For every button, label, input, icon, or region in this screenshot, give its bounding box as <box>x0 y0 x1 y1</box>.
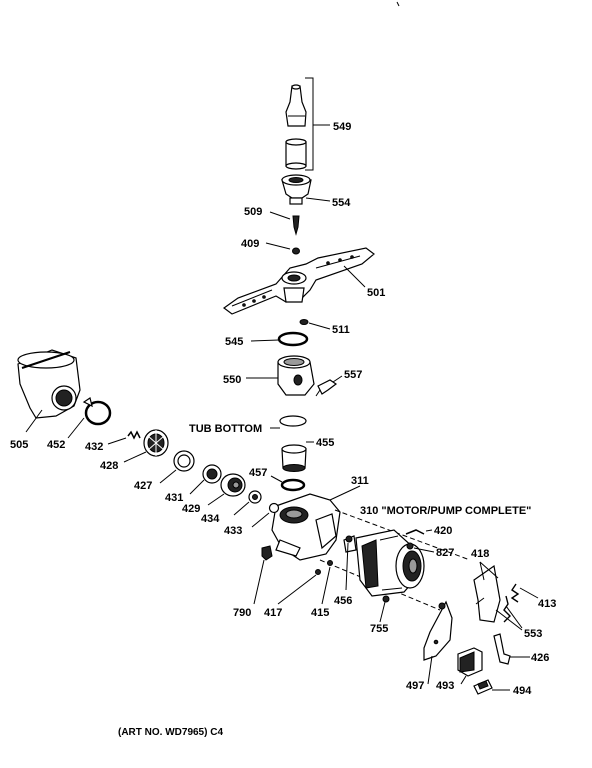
label-497: 497 <box>406 680 424 692</box>
part-426-lever <box>493 633 530 665</box>
part-417 <box>277 569 321 605</box>
label-827: 827 <box>436 547 454 559</box>
label-457: 457 <box>249 467 267 479</box>
label-431: 431 <box>165 492 183 504</box>
part-455-bearing <box>281 441 314 472</box>
stray-mark <box>396 1 400 7</box>
part-550-manifold <box>246 355 315 396</box>
label-tub-bottom: TUB BOTTOM <box>189 423 262 435</box>
label-790: 790 <box>233 607 251 619</box>
part-553-spring <box>495 595 523 631</box>
label-434: 434 <box>201 513 220 525</box>
part-420-wire <box>405 529 433 535</box>
part-790 <box>253 545 273 605</box>
part-509-screw <box>269 211 300 236</box>
label-494: 494 <box>513 685 532 697</box>
label-501: 501 <box>367 287 385 299</box>
label-455: 455 <box>316 437 334 449</box>
part-311-pump-housing <box>271 485 361 561</box>
art-number-caption: (ART NO. WD7965) C4 <box>118 727 223 738</box>
label-545: 545 <box>225 336 243 348</box>
part-432-spring <box>107 430 141 445</box>
label-452: 452 <box>47 439 65 451</box>
part-433-washer <box>251 502 280 528</box>
part-511-ring <box>299 319 331 330</box>
part-429-chopper <box>207 473 246 506</box>
part-456 <box>345 535 353 591</box>
part-409-washer <box>265 242 300 255</box>
label-409: 409 <box>241 238 259 250</box>
label-505: 505 <box>10 439 28 451</box>
part-428-impeller <box>123 429 169 463</box>
label-motor-pump-complete: 310 "MOTOR/PUMP COMPLETE" <box>360 505 531 517</box>
label-549: 549 <box>333 121 351 133</box>
label-420: 420 <box>434 525 452 537</box>
label-557: 557 <box>344 369 362 381</box>
part-501-spray-arm <box>222 247 375 315</box>
part-418-bracket <box>473 561 501 623</box>
label-311: 311 <box>351 475 369 487</box>
part-434-nut <box>233 490 262 516</box>
label-427: 427 <box>134 480 152 492</box>
part-427-ring <box>159 450 195 484</box>
part-554-nut <box>281 174 331 205</box>
part-413-spring <box>510 583 539 603</box>
part-457-seal <box>270 475 306 492</box>
label-417: 417 <box>264 607 282 619</box>
part-motor-assembly <box>343 529 425 597</box>
part-431-ring <box>189 464 222 495</box>
tub-bottom-callout <box>270 415 307 429</box>
part-827 <box>406 542 435 553</box>
label-413: 413 <box>538 598 556 610</box>
label-415: 415 <box>311 607 329 619</box>
label-418: 418 <box>471 548 489 560</box>
label-511: 511 <box>332 324 350 336</box>
part-549-tube <box>285 77 330 171</box>
part-505-inlet-housing <box>17 349 81 433</box>
label-429: 429 <box>182 503 200 515</box>
part-452-clamp <box>67 397 112 439</box>
part-494-plunger <box>473 679 510 695</box>
part-557-clip <box>315 375 343 397</box>
part-497-bracket <box>423 600 453 685</box>
label-426: 426 <box>531 652 549 664</box>
label-428: 428 <box>100 460 118 472</box>
label-755: 755 <box>370 623 388 635</box>
label-456: 456 <box>334 595 352 607</box>
label-553: 553 <box>524 628 542 640</box>
part-493-solenoid <box>457 647 483 685</box>
label-554: 554 <box>332 197 351 209</box>
part-415 <box>321 560 333 605</box>
part-545-gasket <box>250 331 309 347</box>
label-509: 509 <box>244 206 262 218</box>
label-493: 493 <box>436 680 454 692</box>
label-433: 433 <box>224 525 242 537</box>
label-550: 550 <box>223 374 241 386</box>
label-432: 432 <box>85 441 103 453</box>
part-755 <box>379 595 390 623</box>
